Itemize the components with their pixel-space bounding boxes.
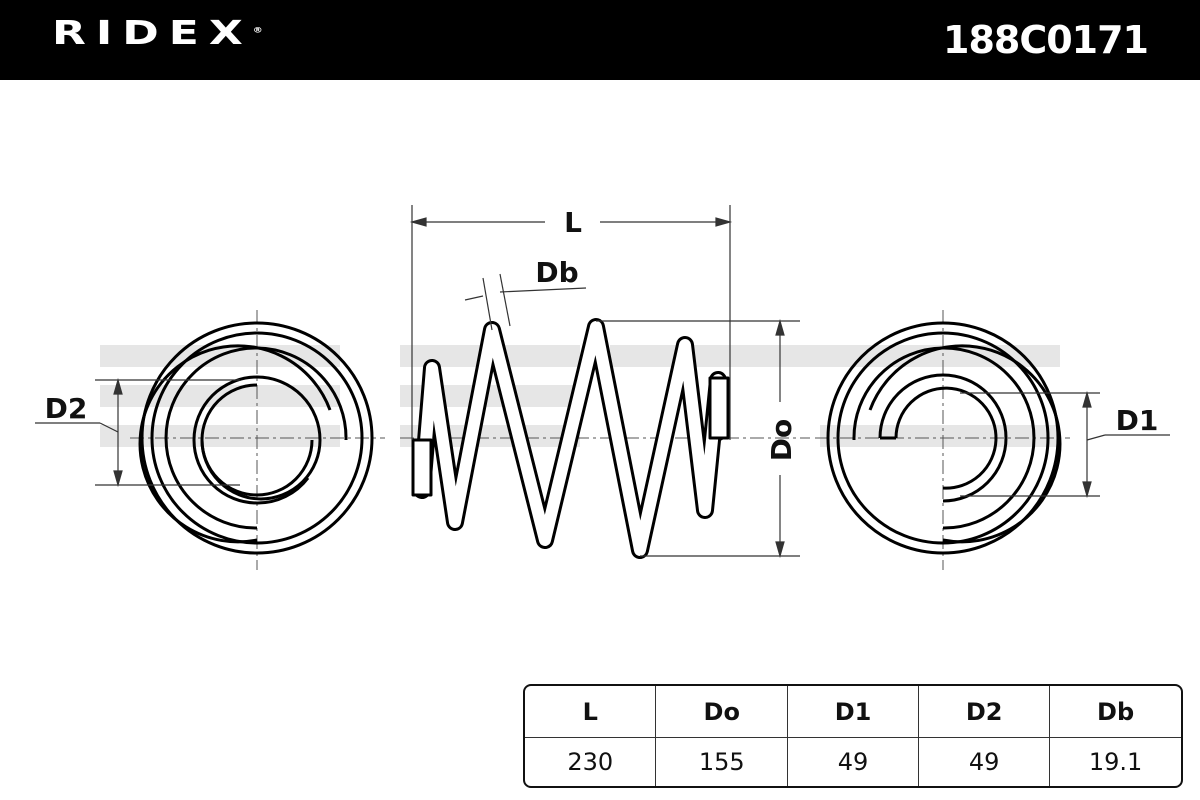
spring-end-view-left xyxy=(138,321,374,555)
table-header-row: L Do D1 D2 Db xyxy=(525,686,1181,738)
header-cell: Do xyxy=(656,686,788,738)
spring-end-view-right xyxy=(826,321,1062,555)
label-D2: D2 xyxy=(45,392,88,425)
part-number: 188C0171 xyxy=(943,18,1149,62)
header-bar: RIDEX® 188C0171 xyxy=(0,0,1200,80)
value-cell: 49 xyxy=(788,738,920,786)
header-cell: L xyxy=(525,686,657,738)
value-cell: 230 xyxy=(525,738,657,786)
dimensions-table: L Do D1 D2 Db 230 155 49 49 19.1 xyxy=(523,684,1183,788)
label-L: L xyxy=(564,206,582,239)
value-cell: 155 xyxy=(656,738,788,786)
label-Db: Db xyxy=(535,256,578,289)
spring-technical-drawing: L Db Do D2 D1 xyxy=(35,205,1170,570)
header-cell: D1 xyxy=(787,686,920,738)
spring-side-view xyxy=(411,318,730,559)
value-cell: 49 xyxy=(919,738,1051,786)
header-cell: Db xyxy=(1050,686,1181,738)
brand-logo: RIDEX® xyxy=(52,14,263,53)
table-row: 230 155 49 49 19.1 xyxy=(525,738,1181,786)
value-cell: 19.1 xyxy=(1088,748,1143,776)
label-D1: D1 xyxy=(1116,404,1159,437)
header-cell: D2 xyxy=(919,686,1051,738)
label-Do: Do xyxy=(765,419,798,461)
brand-name: RIDEX xyxy=(52,14,253,53)
dimension-lines xyxy=(35,205,1170,559)
